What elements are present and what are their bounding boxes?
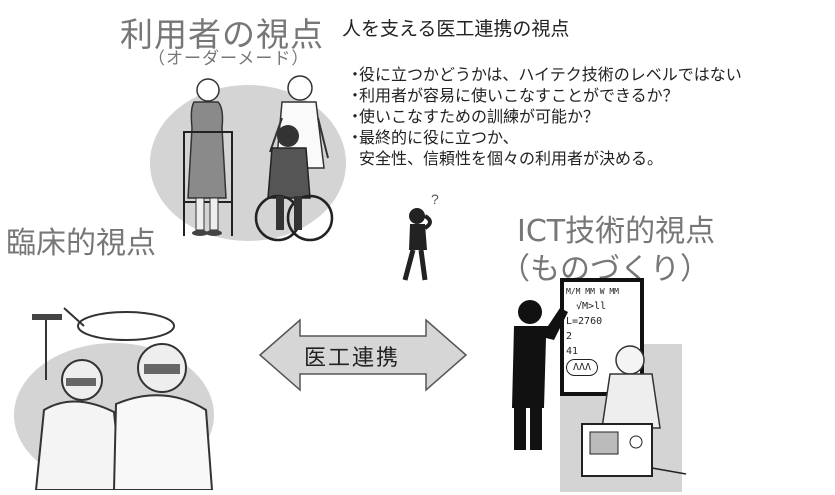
thinking-person-icon: ? xyxy=(402,192,439,281)
surgeons-illustration xyxy=(14,307,214,490)
bullet-item: ・利用者が容易に使いこなすことができるか？ xyxy=(347,86,679,105)
technician-icon xyxy=(601,345,661,429)
presenter-icon xyxy=(512,300,568,450)
surgeon-icon xyxy=(112,343,214,490)
collaboration-label: 医工連携 xyxy=(304,346,401,371)
user-view-title: 利用者の視点 xyxy=(120,15,324,54)
ict-view-title: ICT技術的視点 xyxy=(517,214,716,249)
user-view-illustration xyxy=(150,75,346,242)
whiteboard-text: M/M MM W MM √M>ll L=2760 2 41 ΛΛΛ xyxy=(566,284,640,376)
surgeon-icon xyxy=(34,359,124,490)
svg-text:?: ? xyxy=(431,192,439,207)
main-heading: 人を支える医工連携の視点 xyxy=(342,18,570,40)
engineering-illustration xyxy=(512,278,687,492)
user-view-subtitle: （オーダーメード） xyxy=(148,49,310,69)
clinical-view-title: 臨床的視点 xyxy=(6,226,156,261)
bullet-item: ・最終的に役に立つか、 xyxy=(347,128,519,147)
bullet-item: ・役に立つかどうかは、ハイテク技術のレベルではない xyxy=(347,65,742,84)
bullet-item: ・使いこなすための訓練が可能か？ xyxy=(347,107,600,126)
surgical-lamp-icon xyxy=(32,307,175,380)
wheelchair-user-icon xyxy=(254,125,334,242)
bullet-list: ・役に立つかどうかは、ハイテク技術のレベルではない ・利用者が容易に使いこなすこ… xyxy=(347,64,742,169)
elderly-with-walker-icon xyxy=(183,78,233,236)
collaboration-arrow xyxy=(258,318,468,392)
bullet-item: 安全性、信頼性を個々の利用者が決める。 xyxy=(359,149,664,168)
equipment-icon xyxy=(581,423,687,477)
